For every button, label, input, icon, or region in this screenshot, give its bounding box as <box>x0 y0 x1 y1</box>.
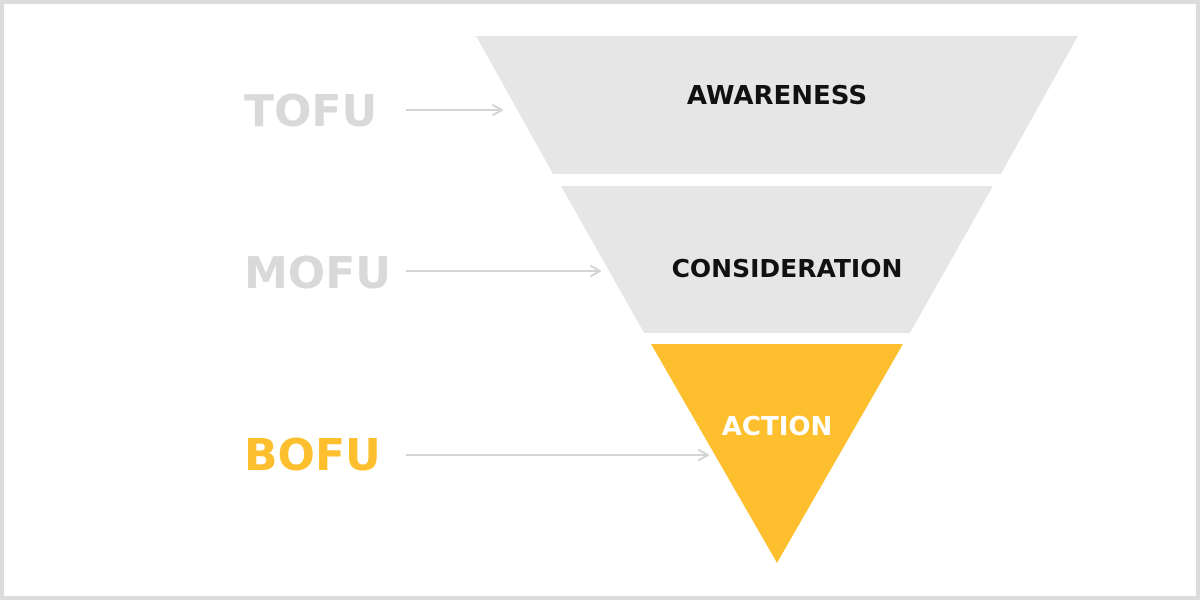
funnel-stage-consideration <box>561 186 993 333</box>
funnel-stage-awareness <box>476 36 1078 174</box>
side-label-mofu: MOFU <box>244 248 391 299</box>
stage-label-awareness: AWARENESS <box>687 81 867 111</box>
stage-label-consideration: CONSIDERATION <box>672 254 903 283</box>
funnel-stage-action <box>651 344 903 563</box>
stage-label-action: ACTION <box>722 412 832 442</box>
side-label-bofu: BOFU <box>244 430 381 481</box>
side-label-tofu: TOFU <box>244 86 377 137</box>
